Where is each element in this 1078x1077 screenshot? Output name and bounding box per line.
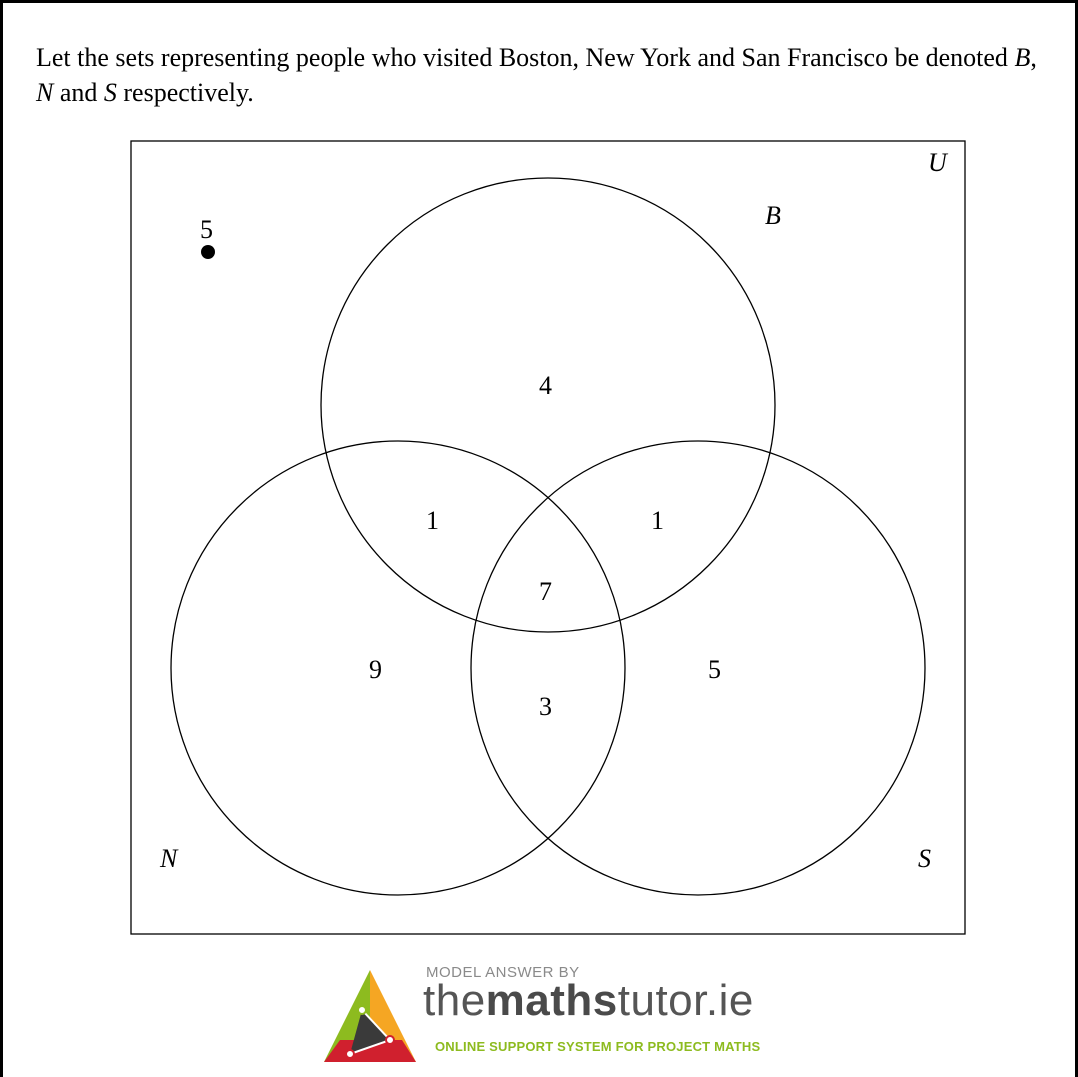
set-label-s: S bbox=[918, 844, 931, 873]
logo-wordmark-the: the bbox=[423, 976, 486, 1025]
intro-and: and bbox=[53, 78, 104, 107]
venn-diagram: U B N S 5 4 1 1 7 9 5 3 bbox=[130, 140, 966, 935]
region-n-and-s: 3 bbox=[539, 692, 552, 721]
logo-tagline: ONLINE SUPPORT SYSTEM FOR PROJECT MATHS bbox=[435, 1039, 761, 1054]
region-outside: 5 bbox=[200, 215, 213, 244]
intro-part1: Let the sets representing people who vis… bbox=[36, 43, 1015, 72]
region-all-three: 7 bbox=[539, 577, 552, 606]
logo-triangle-icon bbox=[324, 970, 416, 1062]
intro-set-n: N bbox=[36, 78, 54, 107]
region-n-and-b: 1 bbox=[426, 506, 439, 535]
intro-set-b: B bbox=[1014, 43, 1031, 72]
logo-model-answer: MODEL ANSWER BY bbox=[426, 964, 580, 981]
thematstutor-logo: MODEL ANSWER BY themathstutor.ie ONLINE … bbox=[320, 962, 780, 1067]
intro-text: Let the sets representing people who vis… bbox=[36, 40, 1056, 110]
logo-wordmark-tutor: tutor.ie bbox=[617, 976, 754, 1025]
outside-dot bbox=[201, 245, 215, 259]
region-b-only: 4 bbox=[539, 371, 552, 400]
set-label-b: B bbox=[765, 201, 781, 230]
logo-wordmark: themathstutor.ie bbox=[423, 976, 754, 1026]
intro-comma: , bbox=[1030, 43, 1037, 72]
circle-n bbox=[170, 440, 626, 896]
intro-set-s: S bbox=[103, 78, 117, 107]
intro-part2: respectively. bbox=[116, 78, 254, 107]
circle-b bbox=[320, 177, 776, 633]
region-b-and-s: 1 bbox=[651, 506, 664, 535]
universe-label: U bbox=[928, 148, 949, 177]
logo-wordmark-maths: maths bbox=[485, 976, 618, 1025]
set-label-n: N bbox=[159, 844, 179, 873]
universe-rectangle bbox=[130, 140, 966, 935]
region-s-only: 5 bbox=[708, 655, 721, 684]
circle-s bbox=[470, 440, 926, 896]
region-n-only: 9 bbox=[369, 655, 382, 684]
